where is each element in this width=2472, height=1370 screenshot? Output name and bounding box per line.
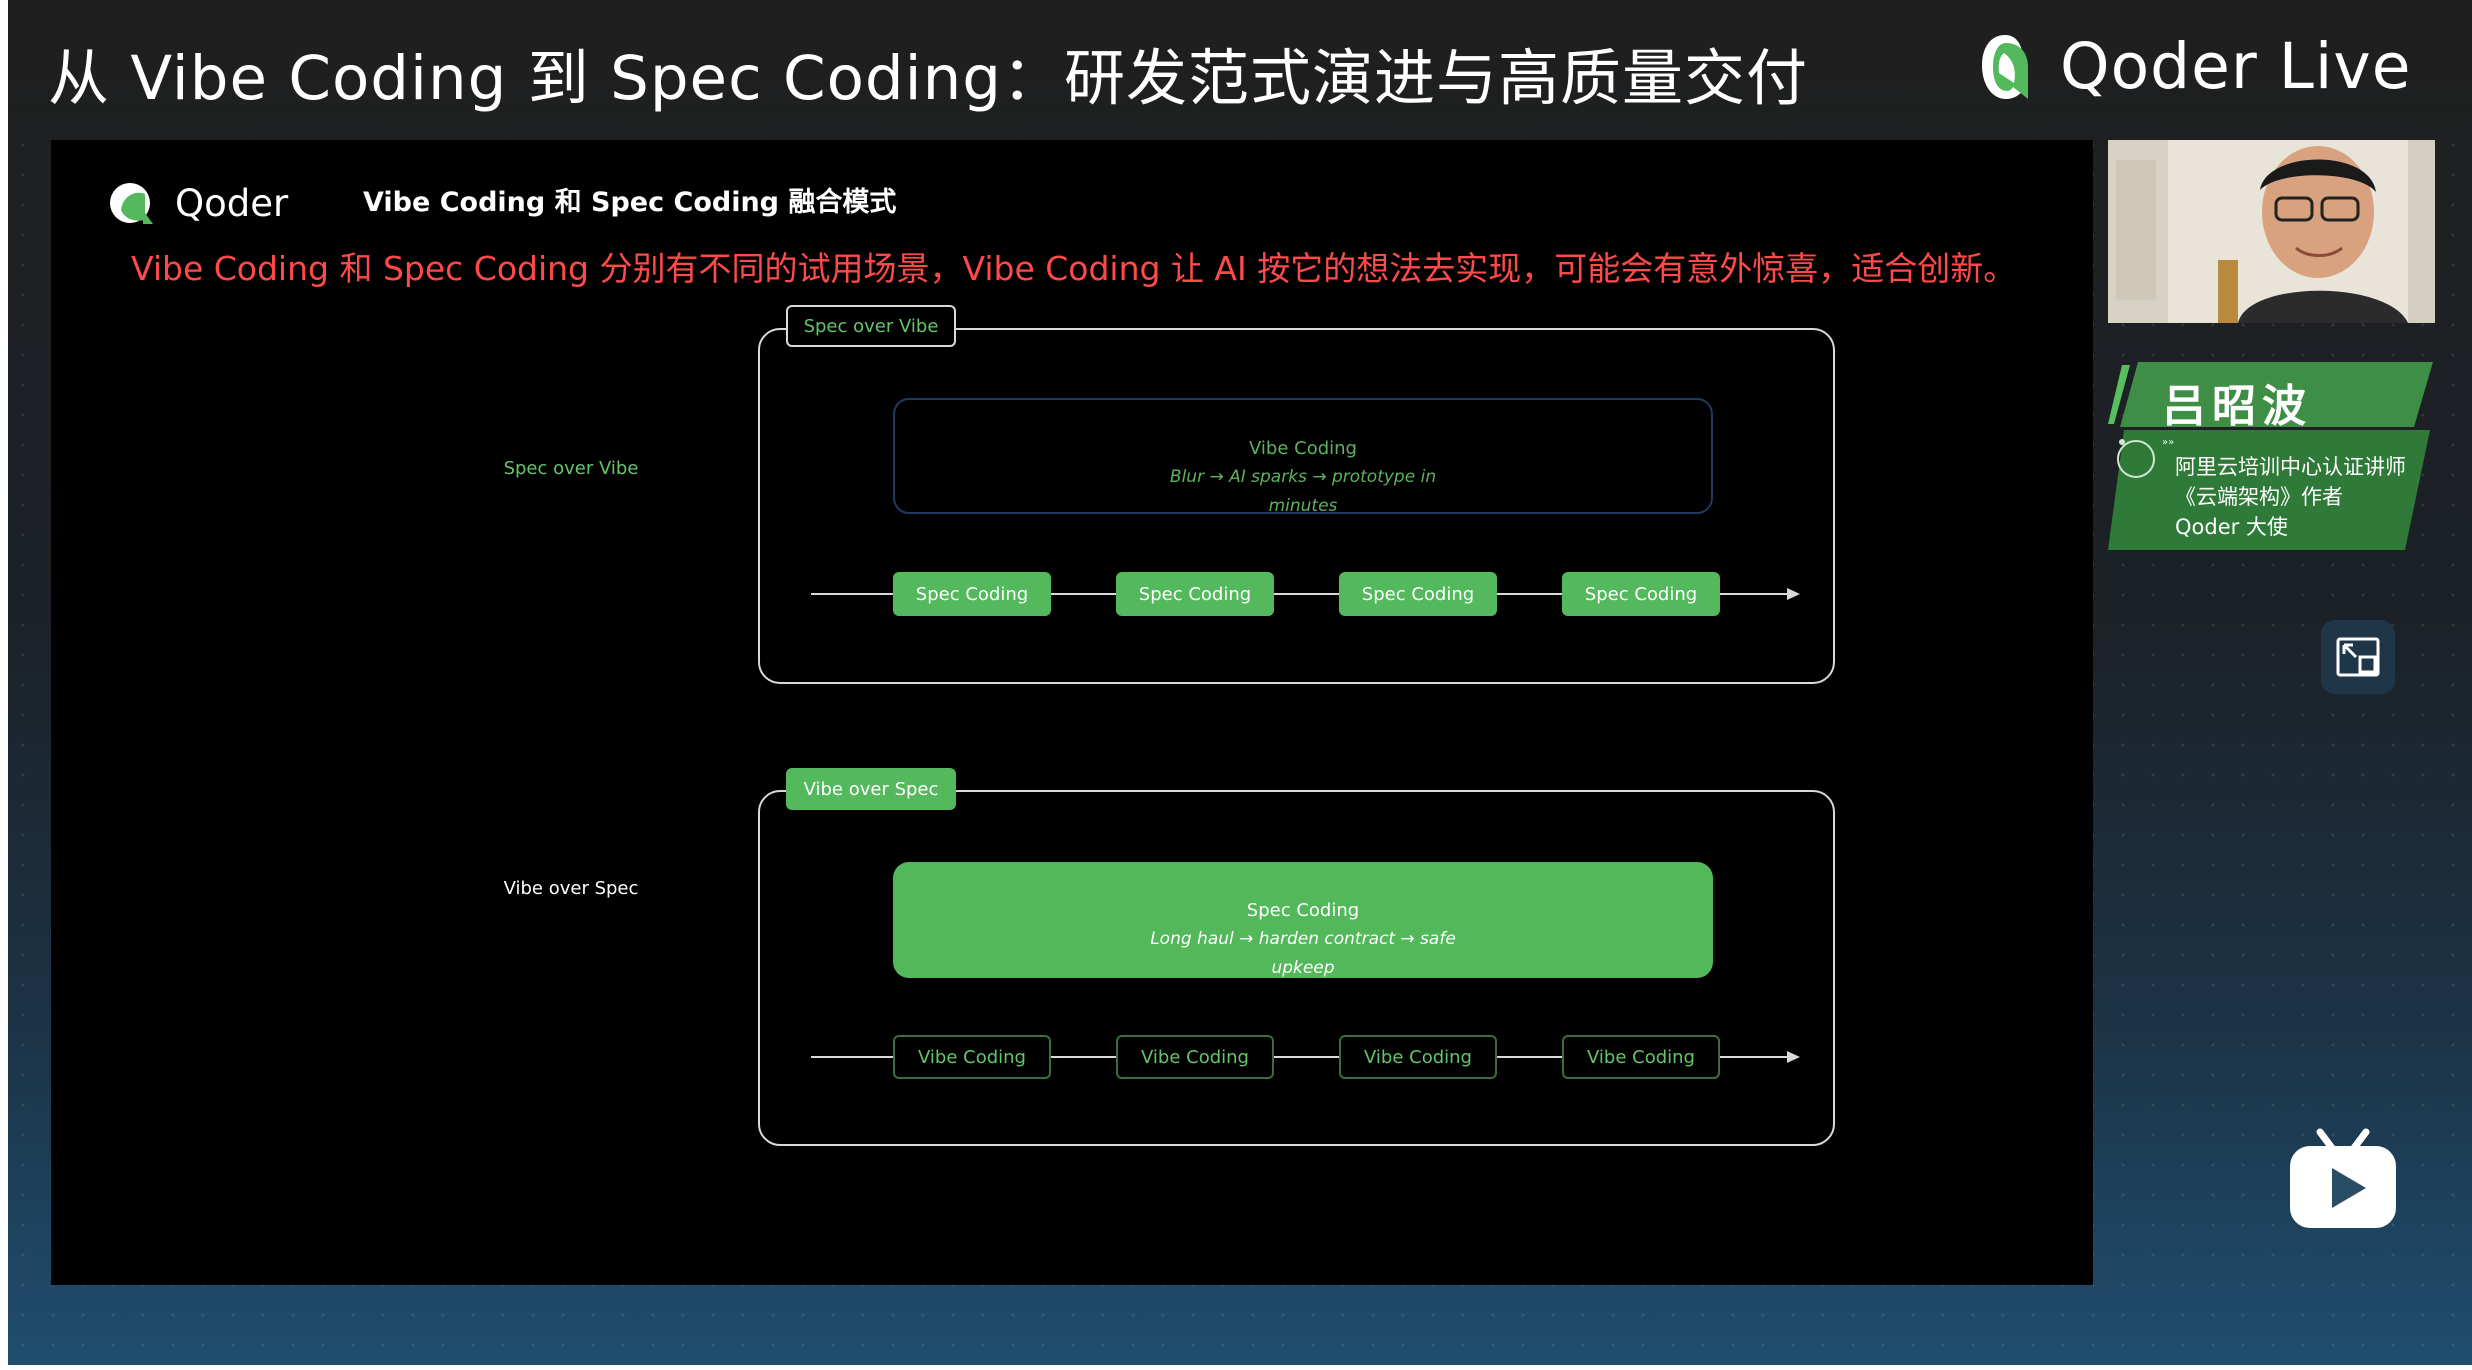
speaker-titles: 阿里云培训中心认证讲师 《云端架构》作者 Qoder 大使 xyxy=(2175,452,2406,542)
picture-in-picture-button[interactable] xyxy=(2321,620,2395,694)
box-title: Vibe Coding xyxy=(895,434,1711,463)
flow-node: Vibe Coding xyxy=(1339,1035,1497,1079)
slide-logo: Qoder xyxy=(109,180,288,226)
qoder-logo-icon xyxy=(1980,33,2030,101)
box-title: Spec Coding xyxy=(893,896,1713,925)
flow-node: Spec Coding xyxy=(893,572,1051,616)
picture-in-picture-icon xyxy=(2336,637,2380,677)
speaker-title-line: Qoder 大使 xyxy=(2175,512,2406,542)
side-label-spec-over-vibe: Spec over Vibe xyxy=(431,458,711,479)
spec-coding-box: Spec Coding Long haul → harden contract … xyxy=(893,862,1713,978)
flow-node: Vibe Coding xyxy=(1116,1035,1274,1079)
flow-node: Vibe Coding xyxy=(893,1035,1051,1079)
flow-node: Spec Coding xyxy=(1116,572,1274,616)
speaker-webcam-video xyxy=(2108,140,2435,323)
flow-node: Spec Coding xyxy=(1339,572,1497,616)
side-label-vibe-over-spec: Vibe over Spec xyxy=(431,878,711,899)
speaker-name: 吕昭波 xyxy=(2162,370,2312,434)
brand-name: Qoder Live xyxy=(2060,30,2411,103)
box-description: Long haul → harden contract → safe upkee… xyxy=(1143,925,1463,983)
box-description: Blur → AI sparks → prototype in minutes xyxy=(1143,463,1463,521)
arrow-right-icon xyxy=(1787,1051,1800,1063)
live-stream-stage: 从 Vibe Coding 到 Spec Coding：研发范式演进与高质量交付… xyxy=(8,0,2472,1365)
slide-logo-text: Qoder xyxy=(175,182,288,225)
svg-text:»»: »» xyxy=(2162,437,2174,448)
speaker-name-badge: »» 吕昭波 阿里云培训中心认证讲师 《云端架构》作者 Qoder 大使 xyxy=(2108,362,2438,552)
slide-title: Vibe Coding 和 Spec Coding 融合模式 xyxy=(363,180,896,219)
section-tag-vibe-over-spec: Vibe over Spec xyxy=(786,768,956,810)
tv-play-icon xyxy=(2286,1126,2400,1232)
speaker-title-line: 阿里云培训中心认证讲师 xyxy=(2175,452,2406,482)
arrow-right-icon xyxy=(1787,588,1800,600)
flow-node: Spec Coding xyxy=(1562,572,1720,616)
webcam-frame-image xyxy=(2108,140,2435,323)
flow-node: Vibe Coding xyxy=(1562,1035,1720,1079)
slide-subtitle: Vibe Coding 和 Spec Coding 分别有不同的试用场景，Vib… xyxy=(131,242,2016,290)
section-tag-spec-over-vibe: Spec over Vibe xyxy=(786,305,956,347)
vibe-coding-box: Vibe Coding Blur → AI sparks → prototype… xyxy=(893,398,1713,514)
video-platform-logo[interactable] xyxy=(2286,1126,2400,1236)
presentation-slide: Qoder Vibe Coding 和 Spec Coding 融合模式 Vib… xyxy=(51,140,2093,1285)
brand-header: Qoder Live xyxy=(1980,30,2411,103)
qoder-logo-icon xyxy=(109,180,155,226)
stream-title: 从 Vibe Coding 到 Spec Coding：研发范式演进与高质量交付 xyxy=(48,28,1808,117)
speaker-title-line: 《云端架构》作者 xyxy=(2175,482,2406,512)
